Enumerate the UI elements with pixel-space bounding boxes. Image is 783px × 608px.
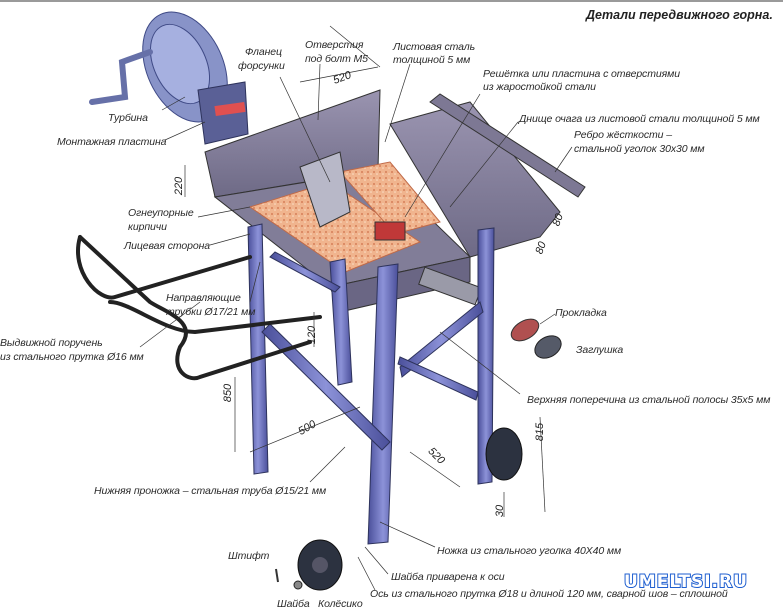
dim-height-total: 850 <box>222 383 235 403</box>
diagram-title: Детали передвижного горна. <box>586 8 773 22</box>
label-guides: трубки Ø17/21 мм <box>166 306 256 318</box>
dim-guide-offset: 120 <box>306 325 319 345</box>
label-washer-welded: Шайба приварена к оси <box>391 571 505 583</box>
gasket-icon <box>510 318 540 342</box>
label-gasket: Прокладка <box>555 307 607 319</box>
label-holes: под болт М5 <box>305 53 368 65</box>
label-guides: Направляющие <box>166 292 241 304</box>
label-mount-plate: Монтажная пластина <box>57 136 167 148</box>
label-wheel: Колёсико <box>318 598 363 608</box>
label-holes: Отверстия <box>305 39 364 51</box>
label-flange: Фланец <box>245 46 282 58</box>
forge-body <box>204 89 586 313</box>
label-grate: Решётка или пластина с отверстиями <box>483 68 680 80</box>
label-rib: Ребро жёсткости – <box>574 129 672 141</box>
label-sheet-steel: Листовая сталь <box>393 41 476 53</box>
label-washer: Шайба <box>277 598 310 608</box>
label-handrail: Выдвижной поручень <box>0 337 103 349</box>
dim-side-height: 220 <box>173 176 186 196</box>
watermark-logo: UMELTSI.RU <box>623 571 748 593</box>
label-front: Лицевая сторона <box>124 240 211 252</box>
label-flange: форсунки <box>238 60 285 72</box>
label-plug: Заглушка <box>576 344 624 356</box>
label-handrail: из стального прутка Ø16 мм <box>0 351 144 363</box>
label-lower-bar: Нижняя проножка – стальная труба Ø15/21 … <box>94 485 327 497</box>
stand-legs <box>247 223 495 545</box>
wheel-icon <box>275 427 523 591</box>
label-sheet-steel: толщиной 5 мм <box>393 54 471 66</box>
plug-icon <box>534 335 562 359</box>
turbine-icon <box>89 11 249 145</box>
label-bricks: кирпичи <box>128 221 167 233</box>
label-pin: Штифт <box>228 550 270 562</box>
dim-height-leg: 815 <box>534 422 547 442</box>
label-leg: Ножка из стального уголка 40Х40 мм <box>437 545 622 557</box>
label-bricks: Огнеупорные <box>128 207 194 219</box>
leader-lines <box>139 25 573 591</box>
dim-clearance: 30 <box>494 504 507 518</box>
label-rib: стальной уголок 30х30 мм <box>574 143 705 155</box>
label-top-crossbar: Верхняя поперечина из стальной полосы 35… <box>527 394 771 406</box>
label-turbine: Турбина <box>108 112 148 124</box>
label-axle: Ось из стального прутка Ø18 и длиной 120… <box>370 588 728 600</box>
label-grate: из жаростойкой стали <box>483 81 596 93</box>
label-bottom: Днище очага из листовой стали толщиной 5… <box>519 113 760 125</box>
handrail <box>76 235 322 381</box>
